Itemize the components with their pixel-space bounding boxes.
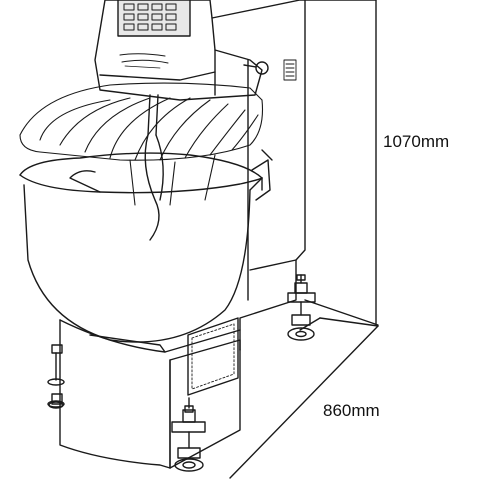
control-panel bbox=[117, 0, 191, 37]
caster-wheel-rear bbox=[287, 274, 316, 341]
logo-plate bbox=[119, 53, 169, 69]
caster-wheel-front bbox=[171, 397, 206, 472]
rear-cabinet bbox=[211, 0, 306, 351]
side-handle bbox=[243, 61, 269, 75]
head-housing bbox=[94, 0, 263, 101]
depth-dimension-label: 860mm bbox=[323, 401, 380, 420]
leveling-foot-left bbox=[47, 344, 65, 408]
depth-dimension-line bbox=[229, 317, 379, 479]
height-dimension-line bbox=[304, 0, 379, 326]
mixing-bowl bbox=[19, 149, 273, 343]
access-panel bbox=[187, 317, 239, 396]
wire-guard bbox=[19, 82, 264, 206]
base-cabinet bbox=[59, 319, 241, 469]
leveling-foot-rear bbox=[48, 401, 64, 409]
height-dimension-label: 1070mm bbox=[383, 132, 450, 151]
rating-plate bbox=[283, 59, 297, 81]
spiral-hook bbox=[144, 94, 164, 241]
